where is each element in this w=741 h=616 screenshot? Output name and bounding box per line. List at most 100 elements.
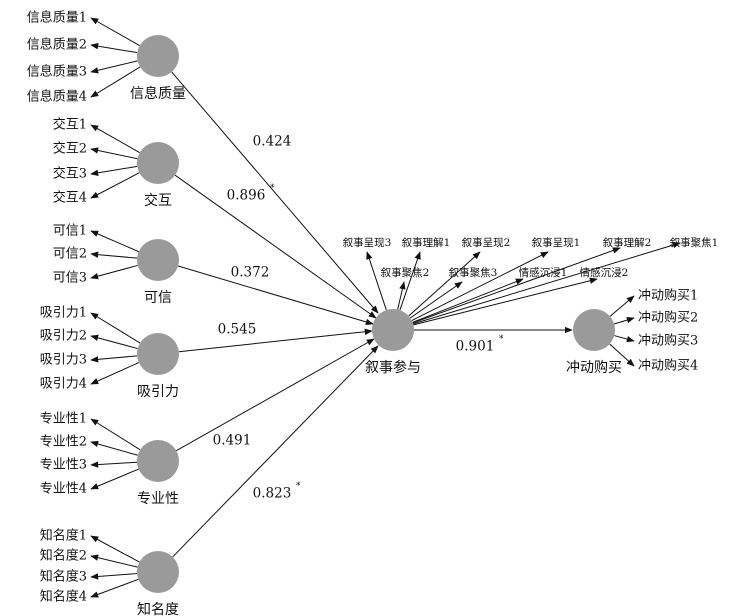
mediator-label: 叙事参与 [365, 359, 421, 376]
outcome-node [573, 309, 615, 351]
indicator-arrow [90, 60, 138, 74]
indicator-arrow [413, 277, 598, 326]
path-coefficient: 0.896 [227, 188, 266, 204]
indicator-label: 吸引力4 [40, 377, 87, 392]
indicator-arrow [399, 251, 421, 311]
indicator-label: 叙事理解2 [603, 236, 652, 249]
indicator-label: 专业性1 [40, 412, 87, 427]
indicator-label: 冲动购买4 [638, 358, 698, 374]
indicator-arrow [614, 335, 635, 343]
indicator-label: 可信1 [53, 224, 87, 239]
indicator-label: 可信3 [53, 271, 87, 286]
indicator-arrow [90, 147, 138, 160]
path-arrow [174, 174, 377, 319]
indicator-label: 冲动购买3 [638, 333, 698, 349]
labels-layer: 信息质量信息质量1信息质量2信息质量3信息质量4交互交互1交互2交互3交互4可信… [27, 10, 719, 616]
indicator-label: 交互3 [53, 166, 87, 182]
indicator-label: 专业性3 [40, 458, 87, 473]
indicator-label: 吸引力2 [40, 329, 87, 344]
mediator-node [372, 309, 414, 351]
indicator-label: 吸引力3 [40, 353, 87, 368]
indicator-arrow [90, 573, 138, 580]
indicator-label: 冲动购买2 [638, 310, 698, 326]
construct-label: 吸引力 [137, 384, 179, 400]
indicator-arrow [90, 172, 140, 199]
indicator-arrow [409, 281, 463, 319]
indicator-arrow [90, 418, 141, 451]
construct-node [137, 551, 179, 593]
indicator-label: 叙事呈现3 [343, 236, 392, 249]
indicator-label: 专业性2 [40, 435, 87, 450]
indicator-arrow [90, 165, 138, 176]
indicator-arrow [90, 43, 138, 54]
indicator-arrow [90, 461, 138, 468]
indicator-arrow [90, 468, 139, 490]
indicator-arrow [411, 251, 549, 322]
indicator-label: 信息质量4 [27, 89, 87, 105]
indicator-arrow [90, 17, 140, 47]
path-coefficient: 0.545 [218, 322, 257, 338]
indicator-label: 可信2 [53, 247, 87, 262]
construct-node [137, 142, 179, 184]
indicator-label: 叙事聚焦2 [381, 266, 430, 279]
indicator-label: 交互2 [53, 141, 87, 157]
indicator-arrow [90, 578, 139, 598]
construct-node [137, 239, 179, 281]
indicator-arrow [90, 264, 138, 280]
indicator-arrow [90, 440, 138, 456]
construct-label: 专业性 [137, 491, 179, 507]
edges-layer [90, 17, 681, 598]
indicator-label: 信息质量1 [27, 10, 87, 26]
indicator-label: 知名度2 [40, 548, 87, 564]
indicator-arrow [412, 242, 681, 325]
indicator-label: 知名度1 [40, 528, 87, 544]
path-coefficient: 0.823 [253, 486, 292, 502]
path-arrow [178, 328, 373, 353]
nodes-layer [137, 35, 615, 593]
indicator-arrow [90, 124, 140, 154]
path-arrow [177, 265, 374, 326]
path-arrow [171, 71, 379, 314]
path-arrow [176, 338, 375, 452]
indicator-arrow [408, 251, 481, 317]
path-coefficient: 0.424 [253, 134, 292, 150]
indicator-label: 知名度4 [40, 589, 87, 605]
construct-node [137, 440, 179, 482]
indicator-arrow [366, 251, 387, 311]
path-coefficient: 0.901 [456, 339, 495, 355]
indicator-arrow [90, 554, 138, 568]
indicator-label: 情感沉浸1 [519, 266, 568, 279]
indicator-arrow [90, 230, 139, 253]
construct-node [137, 35, 179, 77]
indicator-arrow [90, 355, 138, 363]
construct-label: 知名度 [137, 601, 179, 616]
indicator-label: 冲动购买1 [638, 288, 698, 304]
indicator-arrow [609, 343, 635, 367]
indicator-label: 叙事呈现1 [532, 236, 581, 249]
indicator-arrow [90, 334, 138, 350]
indicator-arrow [412, 247, 621, 324]
indicator-label: 叙事理解1 [402, 236, 451, 249]
path-coefficient: 0.491 [213, 433, 252, 449]
indicator-label: 叙事呈现2 [462, 236, 511, 249]
indicator-label: 叙事聚焦1 [670, 236, 719, 249]
significance-mark: * [499, 335, 504, 345]
indicator-arrow [90, 66, 141, 98]
indicator-label: 吸引力1 [40, 306, 87, 321]
indicator-arrow [609, 295, 635, 317]
indicator-label: 信息质量3 [27, 64, 87, 80]
indicator-label: 交互1 [53, 117, 87, 133]
indicator-arrow [613, 317, 635, 325]
indicator-arrow [90, 312, 141, 344]
path-arrow [172, 345, 379, 558]
indicator-label: 专业性4 [40, 482, 87, 497]
construct-label: 信息质量 [130, 85, 186, 102]
indicator-arrow [90, 251, 138, 259]
construct-node [137, 333, 179, 375]
indicator-arrow [90, 362, 140, 385]
significance-mark: * [270, 184, 275, 194]
construct-label: 可信 [144, 290, 172, 306]
indicator-label: 信息质量2 [27, 37, 87, 53]
indicator-label: 知名度3 [40, 569, 87, 585]
